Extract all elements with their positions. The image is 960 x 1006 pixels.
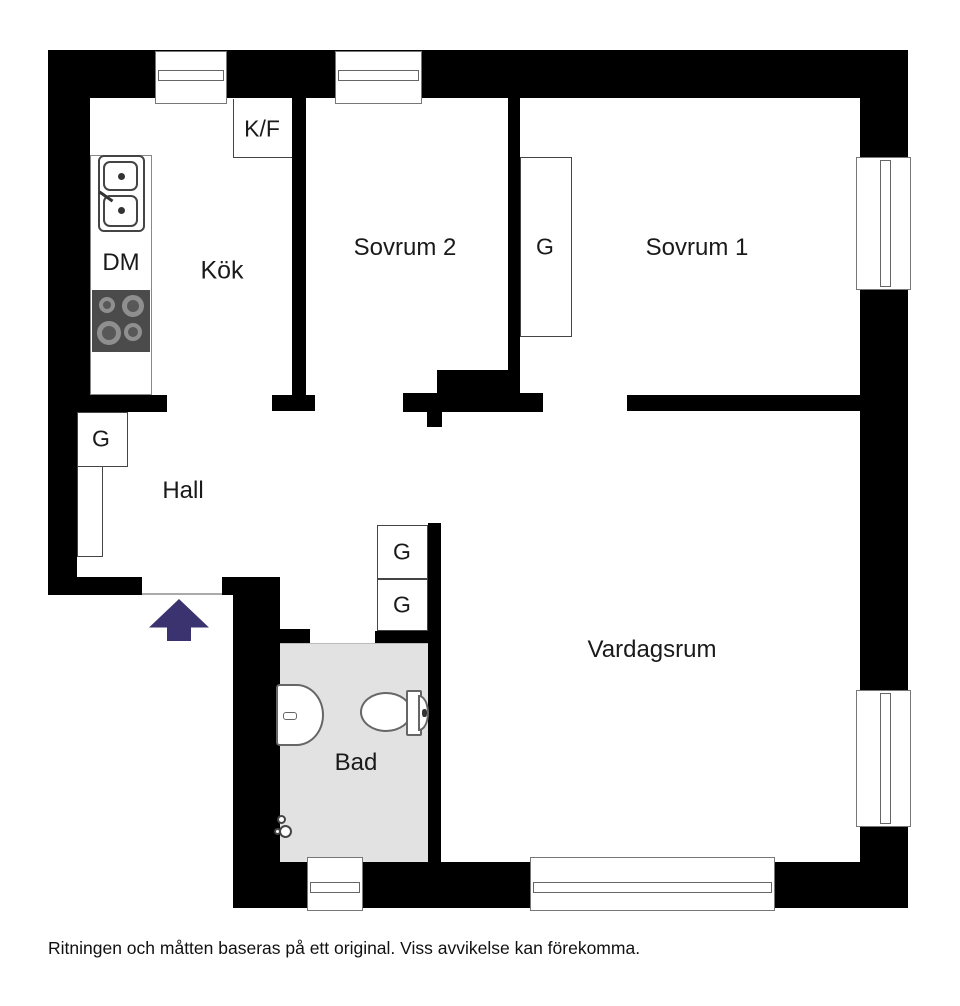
fixture-label-kf: K/F: [244, 115, 280, 142]
window-pane: [310, 882, 360, 893]
toilet: [360, 690, 430, 736]
wall-sovrum2-stub: [427, 412, 442, 427]
closet-g-bath-1: [377, 525, 428, 579]
wall-bath-right: [428, 523, 441, 908]
wall-bath-door-stub: [273, 629, 310, 643]
room-label-vardagsrum: Vardagsrum: [587, 636, 717, 663]
closet-kf: [233, 99, 292, 158]
wall-sovrum1-bottom: [627, 395, 860, 411]
stove: [92, 290, 150, 352]
closet-label-g-bath-1: G: [393, 538, 411, 565]
window-vardagsrum-right: [856, 690, 911, 827]
entrance-arrow-icon: [149, 599, 209, 641]
kitchen-sink: [98, 155, 145, 232]
window-pane: [880, 693, 891, 824]
floor-drain-icon: [274, 815, 296, 847]
bath-sink: [276, 684, 324, 746]
bathroom-floor: [280, 643, 428, 862]
wall-left-lower: [48, 412, 77, 595]
room-label-sovrum2: Sovrum 2: [353, 234, 457, 261]
wall-kitchen-foot: [272, 395, 315, 411]
closet-g-bath-2: [377, 579, 428, 631]
room-label-sovrum1: Sovrum 1: [645, 234, 749, 261]
window-vardagsrum-bottom: [530, 857, 775, 911]
wall-left-upper: [48, 50, 90, 412]
closet-label-g-bedroom: G: [536, 233, 554, 260]
room-label-hall: Hall: [162, 477, 204, 504]
tap-icon: [283, 712, 297, 720]
window-sovrum2: [335, 51, 422, 104]
window-sovrum1: [856, 157, 911, 290]
room-label-bad: Bad: [334, 749, 378, 776]
closet-label-g-bath-2: G: [393, 591, 411, 618]
wall-bath-top: [375, 631, 428, 643]
room-label-kok: Kök: [200, 256, 244, 285]
wall-kitchen-vertical: [292, 98, 306, 395]
wall-sovrum2-bar: [403, 393, 543, 412]
window-pane: [533, 882, 772, 893]
window-pane: [158, 70, 224, 81]
wall-hall-bottom: [48, 577, 142, 595]
window-bad: [307, 857, 363, 911]
window-pane: [338, 70, 419, 81]
wall-sovrum2-step: [437, 370, 520, 393]
wall-kitchen-bottom: [90, 395, 167, 412]
wall-bath-left: [233, 595, 280, 908]
closet-label-g-hall: G: [92, 425, 110, 452]
wall-entrance-lintel: [222, 577, 280, 595]
window-kitchen: [155, 51, 227, 104]
closet-g-hall: [77, 412, 128, 467]
wall-sovrum2-vertical: [508, 98, 520, 370]
window-pane: [880, 160, 891, 287]
caption: Ritningen och måtten baseras på ett orig…: [48, 938, 641, 958]
closet-hall-low: [77, 467, 103, 557]
fixture-label-dm: DM: [102, 249, 140, 276]
entrance-threshold: [142, 593, 222, 595]
closet-g-bedroom: [520, 157, 572, 337]
